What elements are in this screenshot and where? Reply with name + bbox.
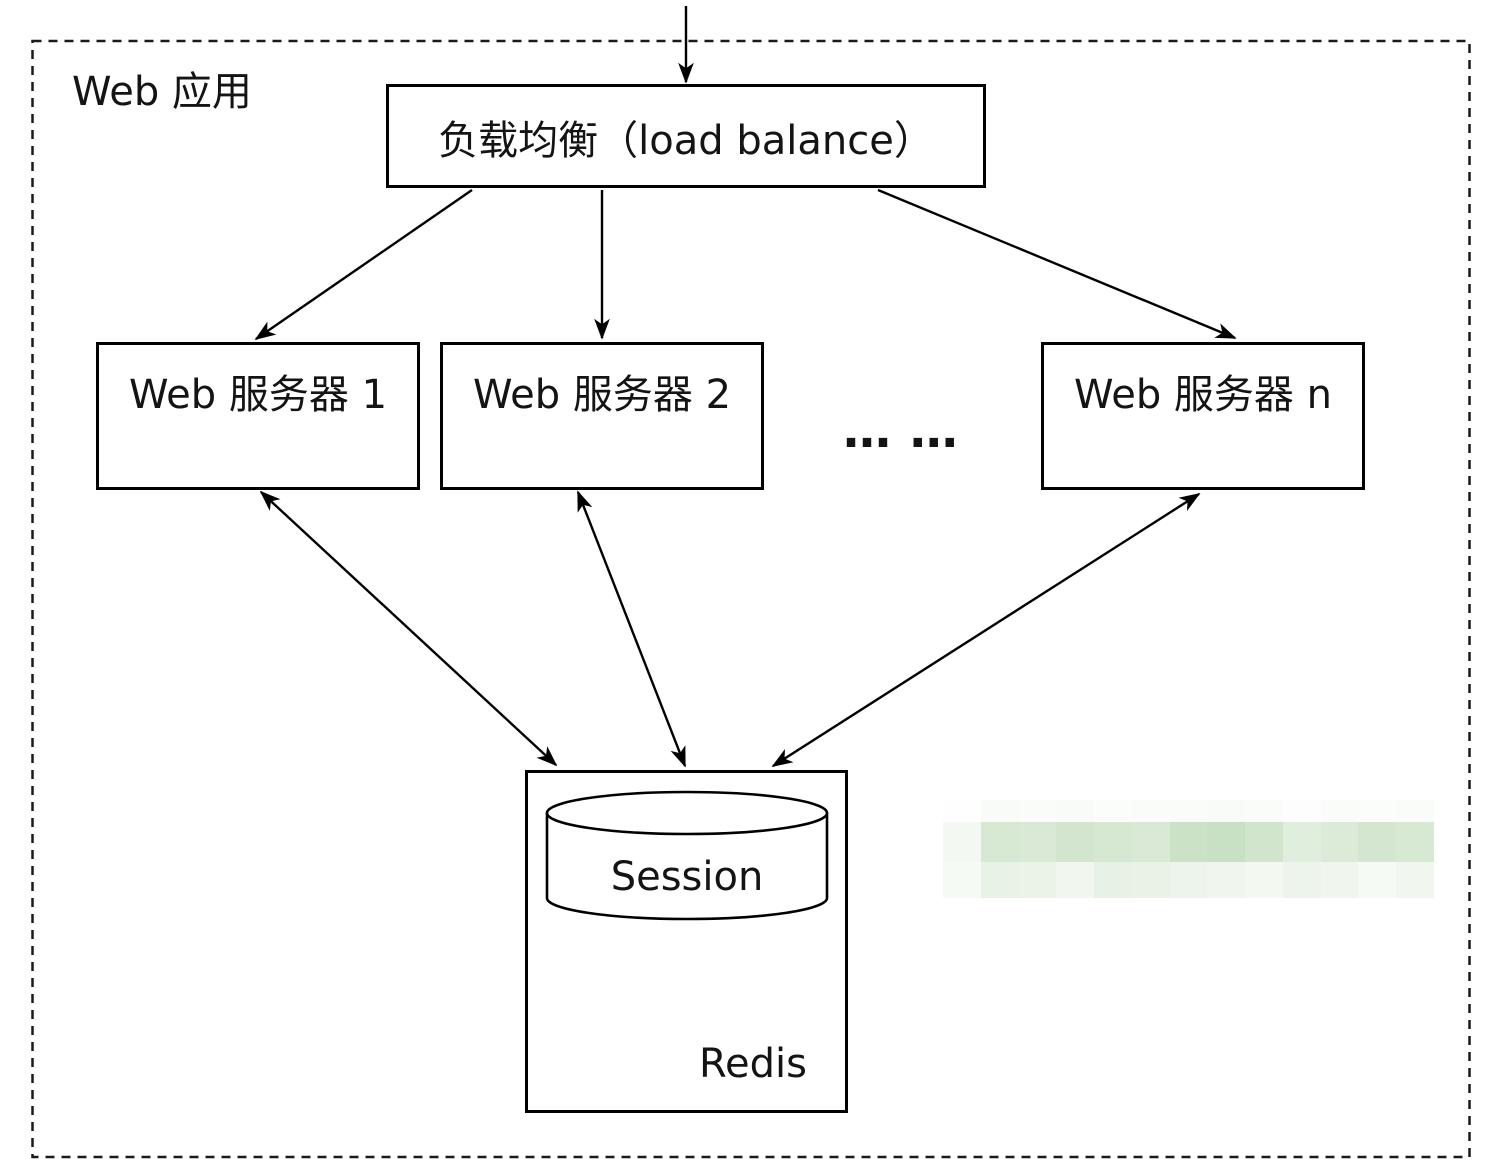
watermark-row2: [943, 862, 1434, 898]
watermark-tile: [980, 822, 1019, 862]
web-server-n-label: Web 服务器 n: [1074, 372, 1332, 418]
blurred-watermark: [943, 800, 1434, 898]
load-balancer-node: 负载均衡（load balance）: [386, 84, 986, 188]
watermark-tile: [1018, 822, 1057, 862]
watermark-tile: [1245, 800, 1283, 822]
watermark-tile: [1396, 800, 1434, 822]
watermark-tile: [1282, 800, 1321, 822]
watermark-tile: [943, 822, 981, 862]
watermark-tile: [1094, 862, 1132, 898]
arrow-server2-redis: [576, 490, 687, 768]
watermark-tile: [1056, 800, 1095, 822]
watermark-tile: [1282, 862, 1321, 898]
more-servers-ellipsis: … …: [843, 403, 959, 459]
database-cylinder-icon: [545, 790, 829, 921]
web-server-1-node: Web 服务器 1: [96, 342, 420, 490]
watermark-tile: [1169, 862, 1208, 898]
watermark-tile: [1131, 822, 1170, 862]
watermark-tile: [1131, 800, 1170, 822]
web-server-2-label: Web 服务器 2: [472, 372, 732, 418]
app-boundary-frame: [31, 39, 1471, 1159]
watermark-tile: [1018, 862, 1057, 898]
web-server-n-node: Web 服务器 n: [1041, 342, 1365, 490]
arrow-lb-to-server1: [254, 189, 473, 340]
watermark-tile: [1169, 800, 1208, 822]
redis-label: Redis: [699, 1041, 807, 1087]
load-balancer-label: 负载均衡（load balance）: [438, 118, 934, 164]
watermark-tile: [943, 800, 981, 822]
watermark-tile: [1396, 822, 1434, 862]
watermark-tile: [980, 862, 1019, 898]
web-server-2-node: Web 服务器 2: [440, 342, 764, 490]
watermark-tile: [980, 800, 1019, 822]
watermark-row1: [943, 822, 1434, 862]
redis-node: Redis: [525, 770, 848, 1113]
arrow-server-n-redis: [771, 492, 1201, 768]
watermark-tile: [1282, 822, 1321, 862]
watermark-tile: [1245, 822, 1283, 862]
watermark-row0: [943, 800, 1434, 822]
web-server-1-label: Web 服务器 1: [128, 372, 388, 418]
arrow-lb-to-server-n: [877, 188, 1237, 340]
watermark-tile: [1396, 862, 1434, 898]
watermark-tile: [1056, 862, 1095, 898]
watermark-tile: [1358, 822, 1397, 862]
watermark-tile: [1018, 800, 1057, 822]
watermark-tile: [1207, 862, 1246, 898]
watermark-tile: [1358, 862, 1397, 898]
watermark-tile: [1169, 822, 1208, 862]
arrow-server1-redis: [259, 490, 558, 767]
watermark-tile: [1320, 800, 1359, 822]
watermark-tile: [1094, 822, 1132, 862]
watermark-tile: [1320, 862, 1359, 898]
app-boundary-title: Web 应用: [72, 69, 252, 115]
watermark-tile: [1131, 862, 1170, 898]
watermark-tile: [1207, 822, 1246, 862]
watermark-tile: [1094, 800, 1132, 822]
watermark-tile: [943, 862, 981, 898]
watermark-tile: [1207, 800, 1246, 822]
watermark-tile: [1245, 862, 1283, 898]
session-label: Session: [610, 854, 764, 900]
watermark-tile: [1056, 822, 1095, 862]
watermark-tile: [1320, 822, 1359, 862]
watermark-tile: [1358, 800, 1397, 822]
